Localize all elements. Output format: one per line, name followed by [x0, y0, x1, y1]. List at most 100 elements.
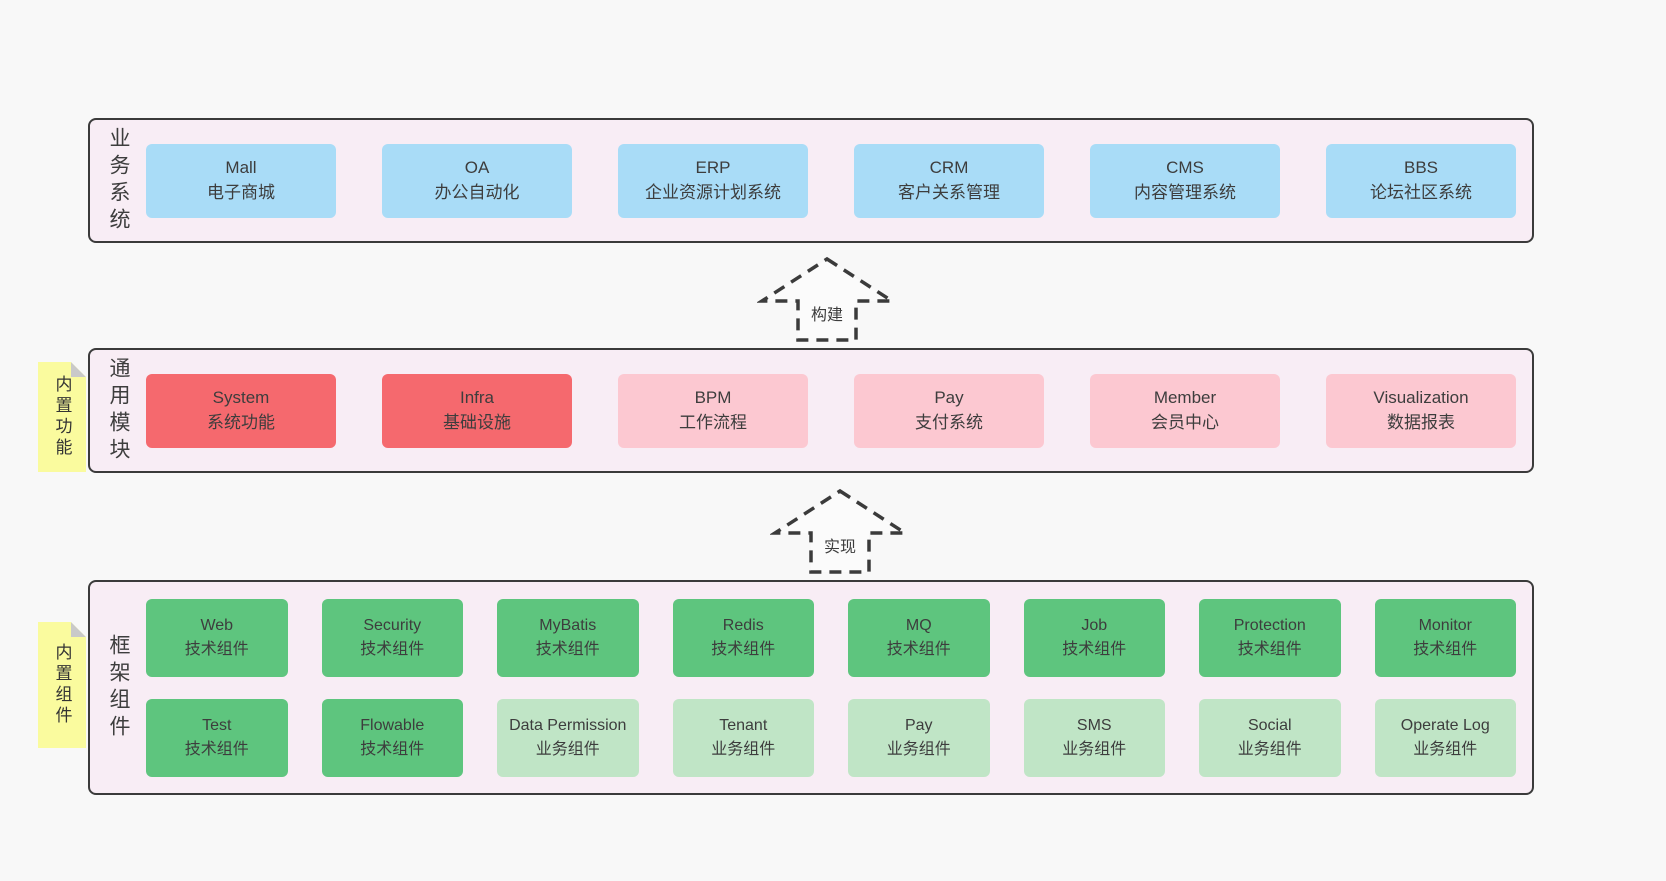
sticky-note-label: 内置功能	[52, 375, 72, 459]
box-title: Social	[1247, 717, 1292, 735]
sticky-note-built-in-components: 内置组件	[38, 622, 86, 748]
box-subtitle: 技术组件	[1062, 640, 1127, 658]
box-row: Mall 电子商城 OA 办公自动化 ERP 企业资源计划系统 CRM 客户关系管理 CMS 内容…	[146, 143, 1516, 218]
box-subtitle: 技术组件	[360, 640, 425, 658]
band-common-modules: 通用模块 System 系统功能 Infra 基础设施 BPM 工作流程 Pay 支付系统 Me…	[88, 348, 1534, 473]
box-title: MQ	[905, 617, 932, 635]
box-title: Infra	[459, 387, 495, 407]
box-title: BBS	[1403, 157, 1439, 177]
build-arrow-label: 构建	[810, 307, 843, 324]
band-label: 通用模块	[107, 356, 130, 465]
implement-arrow: 实现	[770, 487, 910, 575]
box-title: Pay	[934, 387, 964, 407]
module-box-cms: CMS 内容管理系统	[1090, 143, 1280, 218]
sticky-note-label: 内置组件	[52, 643, 72, 727]
box-subtitle: 技术组件	[1237, 640, 1302, 658]
box-title: Redis	[722, 617, 764, 635]
box-subtitle: 办公自动化	[434, 182, 520, 202]
module-box-data-permission: Data Permission 业务组件	[497, 698, 639, 777]
module-box-job: Job 技术组件	[1023, 598, 1165, 677]
box-subtitle: 企业资源计划系统	[645, 182, 781, 202]
module-box-crm: CRM 客户关系管理	[854, 143, 1044, 218]
box-subtitle: 技术组件	[360, 740, 425, 758]
module-box-erp: ERP 企业资源计划系统	[618, 143, 808, 218]
box-subtitle: 支付系统	[915, 412, 983, 432]
module-box-redis: Redis 技术组件	[672, 598, 814, 677]
box-title: Job	[1081, 617, 1108, 635]
box-title: BPM	[694, 387, 732, 407]
up-block-arrow-icon	[757, 256, 897, 342]
box-title: Pay	[904, 717, 933, 735]
box-subtitle: 系统功能	[207, 412, 275, 432]
box-row: System 系统功能 Infra 基础设施 BPM 工作流程 Pay 支付系统 Member 会…	[146, 373, 1516, 448]
module-box-pay: Pay 支付系统	[854, 373, 1044, 448]
box-title: Monitor	[1418, 617, 1472, 635]
box-title: Flowable	[360, 717, 425, 735]
box-subtitle: 技术组件	[535, 640, 600, 658]
implement-arrow-label: 实现	[823, 539, 856, 556]
module-box-tenant: Tenant 业务组件	[672, 698, 814, 777]
module-box-system: System 系统功能	[146, 373, 336, 448]
module-box-visualization: Visualization 数据报表	[1326, 373, 1516, 448]
build-arrow: 构建	[757, 255, 897, 343]
box-subtitle: 技术组件	[184, 740, 249, 758]
box-subtitle: 业务组件	[535, 740, 600, 758]
box-title: ERP	[695, 157, 731, 177]
box-subtitle: 内容管理系统	[1134, 182, 1236, 202]
box-title: Tenant	[719, 717, 768, 735]
box-subtitle: 论坛社区系统	[1370, 182, 1472, 202]
box-subtitle: 技术组件	[184, 640, 249, 658]
module-box-bpm: BPM 工作流程	[618, 373, 808, 448]
module-box-mybatis: MyBatis 技术组件	[497, 598, 639, 677]
band-business-systems: 业务系统 Mall 电子商城 OA 办公自动化 ERP 企业资源计划系统 CRM 客户关系管理…	[88, 118, 1534, 243]
box-title: CMS	[1166, 157, 1204, 177]
box-subtitle: 客户关系管理	[898, 182, 1000, 202]
box-subtitle: 业务组件	[1413, 740, 1478, 758]
box-subtitle: 基础设施	[443, 412, 511, 432]
box-subtitle: 技术组件	[711, 640, 776, 658]
box-title: SMS	[1076, 717, 1112, 735]
module-box-bbs: BBS 论坛社区系统	[1326, 143, 1516, 218]
box-title: Visualization	[1373, 387, 1469, 407]
sticky-note-built-in-features: 内置功能	[38, 362, 86, 472]
box-title: System	[212, 387, 270, 407]
module-box-mall: Mall 电子商城	[146, 143, 336, 218]
box-title: Member	[1153, 387, 1217, 407]
box-subtitle: 技术组件	[886, 640, 951, 658]
band-boxes: Mall 电子商城 OA 办公自动化 ERP 企业资源计划系统 CRM 客户关系管理 CMS 内容…	[146, 120, 1532, 241]
module-box-oa: OA 办公自动化	[382, 143, 572, 218]
folded-corner-icon	[71, 622, 86, 637]
band-label-column: 框架组件	[90, 582, 146, 793]
box-subtitle: 会员中心	[1151, 412, 1219, 432]
box-title: OA	[464, 157, 490, 177]
box-subtitle: 数据报表	[1387, 412, 1455, 432]
box-title: CRM	[929, 157, 969, 177]
band-label-column: 通用模块	[90, 350, 146, 471]
box-subtitle: 电子商城	[207, 182, 275, 202]
band-label: 业务系统	[107, 126, 130, 235]
band-label: 框架组件	[107, 633, 130, 742]
box-title: Data Permission	[509, 717, 627, 735]
module-box-mq: MQ 技术组件	[848, 598, 990, 677]
box-subtitle: 业务组件	[886, 740, 951, 758]
module-box-infra: Infra 基础设施	[382, 373, 572, 448]
box-subtitle: 工作流程	[679, 412, 747, 432]
up-block-arrow-icon	[770, 488, 910, 574]
box-title: Mall	[225, 157, 257, 177]
folded-corner-icon	[71, 362, 86, 377]
module-box-member: Member 会员中心	[1090, 373, 1280, 448]
box-subtitle: 业务组件	[711, 740, 776, 758]
box-title: MyBatis	[539, 617, 597, 635]
